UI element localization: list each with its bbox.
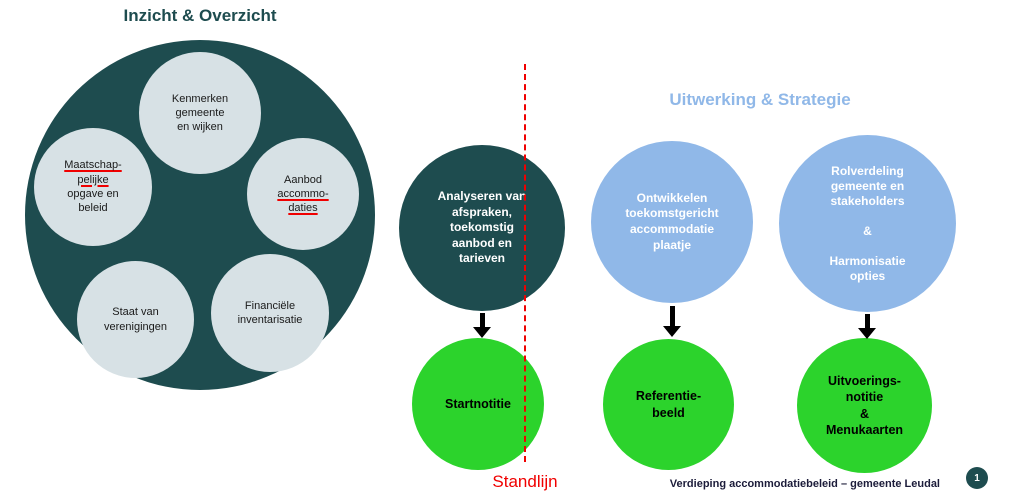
bubble-maatschappelijke-rest-text: opgave en beleid: [67, 188, 119, 215]
uitvoerings-circle-label: Uitvoerings- notitie & Menukaarten: [825, 374, 904, 437]
left-section-title: Inzicht & Overzicht: [123, 6, 277, 25]
bubble-aanbod-first-text: Aanbod: [284, 173, 322, 186]
ontwikkelen-circle-label: Ontwikkelen toekomstgericht accommodatie…: [625, 190, 719, 252]
rolverdeling-circle: Rolverdeling gemeente en stakeholders & …: [779, 135, 956, 312]
arrow-head: [663, 326, 681, 337]
bubble-staat-van-verenigingen: Staat van verenigingen: [77, 261, 194, 378]
bubble-financiele-label: Financiële inventarisatie: [237, 299, 303, 326]
rolverdeling-circle-label: Rolverdeling gemeente en stakeholders & …: [829, 163, 906, 283]
referentiebeeld-circle: Referentie- beeld: [603, 339, 734, 470]
bubble-staat-label: Staat van verenigingen: [104, 306, 167, 333]
bubble-aanbod-label: Aanbod accommo- daties: [277, 173, 328, 216]
arrow-stem: [864, 314, 870, 328]
ontwikkelen-circle: Ontwikkelen toekomstgericht accommodatie…: [591, 141, 753, 303]
down-arrow-icon: [663, 306, 681, 337]
page-number-badge: 1: [966, 467, 988, 489]
bubble-maatschappelijke-underlined-text: Maatschap- pelijke: [64, 159, 122, 186]
startnotitie-circle-label: Startnotitie: [445, 397, 511, 411]
footer-caption: Verdieping accommodatiebeleid – gemeente…: [669, 478, 940, 490]
startnotitie-circle: Startnotitie: [412, 338, 544, 470]
bubble-aanbod-underlined-text: accommo- daties: [277, 187, 329, 215]
referentiebeeld-circle-label: Referentie- beeld: [635, 389, 702, 420]
standlijn-dashed-line: [524, 64, 526, 462]
arrow-stem: [669, 306, 675, 326]
bubble-kenmerken-label: Kenmerken gemeente en wijken: [171, 92, 229, 134]
arrow-stem: [479, 313, 485, 327]
bubble-kenmerken-gemeente: Kenmerken gemeente en wijken: [139, 52, 261, 174]
bubble-financiele-inventarisatie: Financiële inventarisatie: [211, 254, 329, 372]
right-section-title: Uitwerking & Strategie: [669, 90, 851, 109]
down-arrow-icon: [473, 313, 491, 338]
standlijn-label: Standlijn: [492, 472, 558, 491]
arrow-head: [858, 328, 876, 339]
analyseren-circle-label: Analyseren van afspraken, toekomstig aan…: [437, 189, 527, 266]
bubble-maatschappelijke-label: Maatschap- pelijke opgave en beleid: [64, 158, 121, 215]
down-arrow-icon: [858, 314, 876, 339]
page-number: 1: [974, 472, 980, 484]
analyseren-circle: Analyseren van afspraken, toekomstig aan…: [399, 145, 565, 311]
arrow-head: [473, 327, 491, 338]
uitvoerings-circle: Uitvoerings- notitie & Menukaarten: [797, 338, 932, 473]
bubble-aanbod-accommodaties: Aanbod accommo- daties: [247, 138, 359, 250]
bubble-maatschappelijke-opgave: Maatschap- pelijke opgave en beleid: [34, 128, 152, 246]
